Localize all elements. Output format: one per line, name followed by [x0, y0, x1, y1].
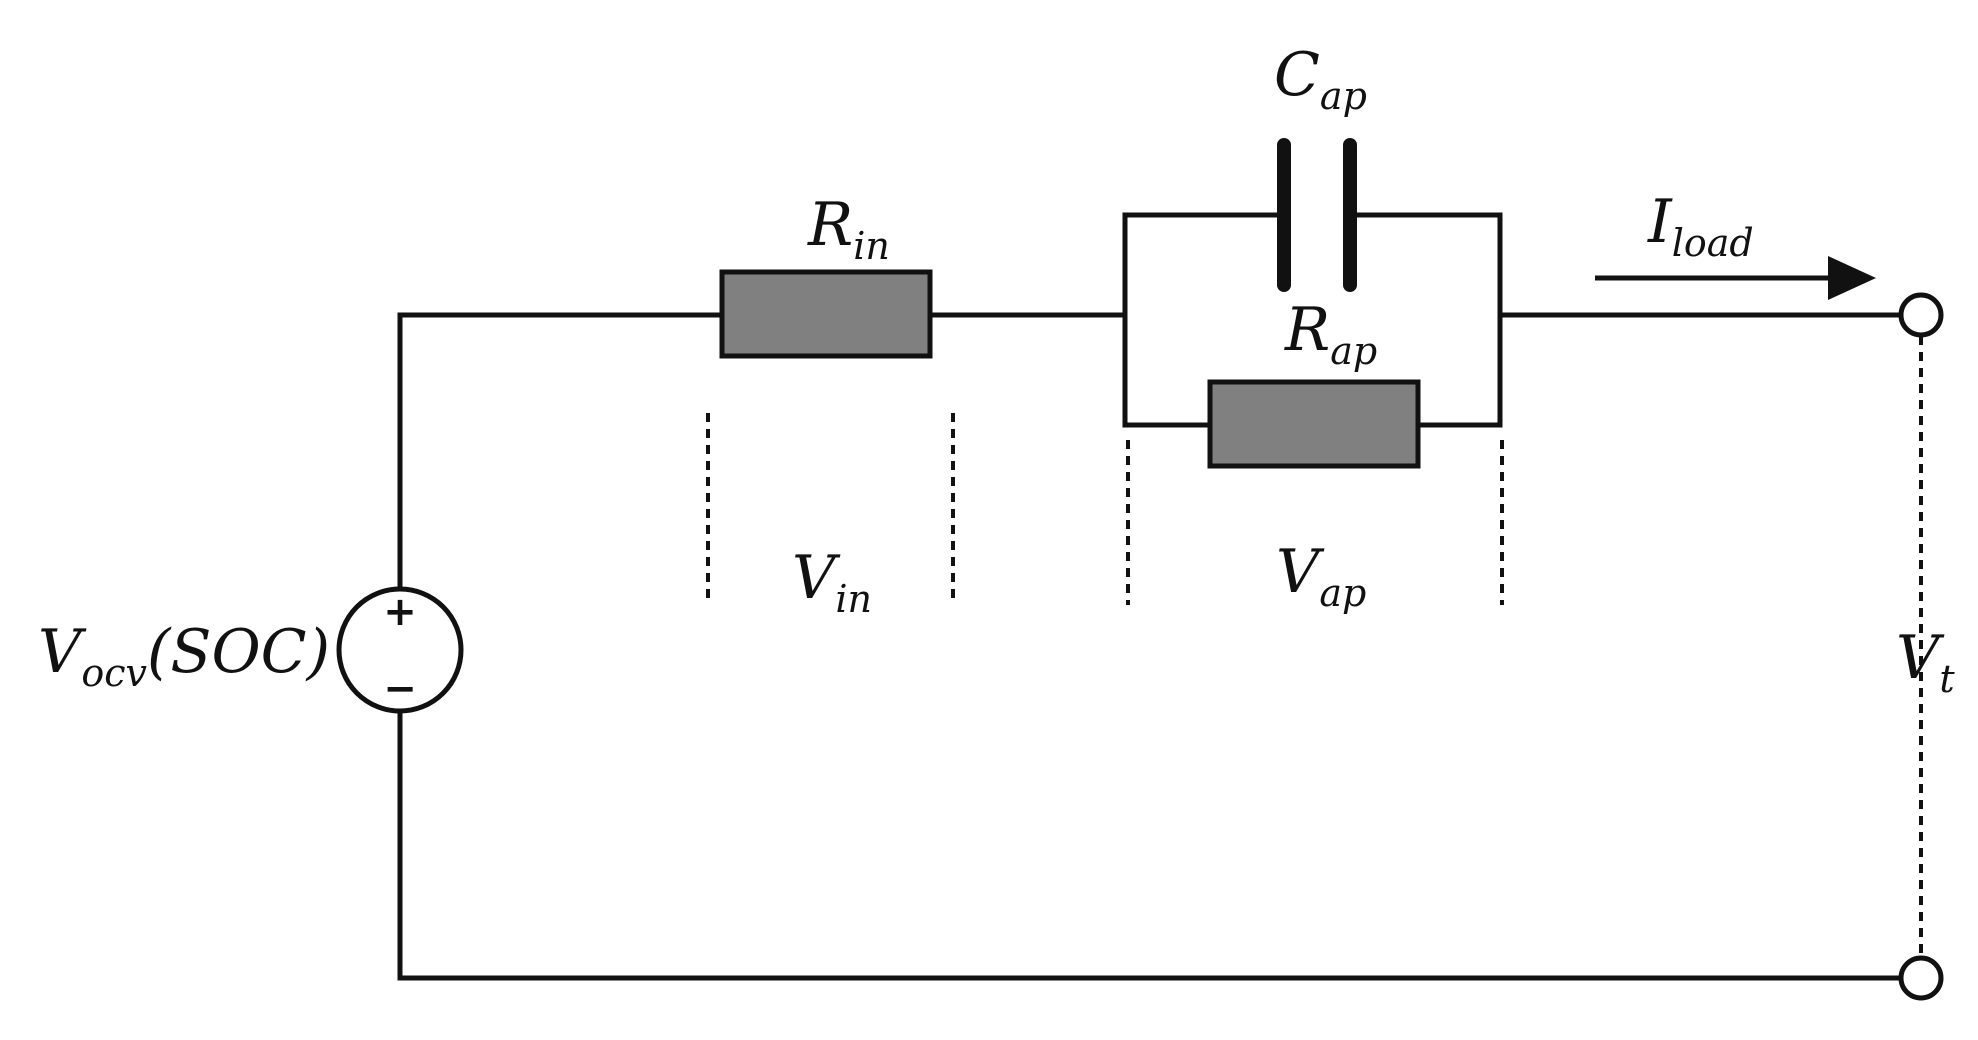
label-rap: Rap [1284, 295, 1377, 373]
label-vocv: Vocv(SOC) [38, 617, 330, 695]
label-vap: Vap [1276, 537, 1366, 615]
resistor-rap [1207, 379, 1421, 469]
resistor-rin [719, 269, 933, 359]
label-vt: Vt [1896, 623, 1955, 701]
label-rin: Rin [807, 190, 890, 268]
current-arrow-head [1828, 256, 1876, 300]
label-cap: Cap [1274, 40, 1367, 118]
label-iload: Iload [1647, 187, 1754, 265]
source-plus-sign: + [383, 589, 417, 635]
voltage-source [336, 586, 464, 714]
terminal-positive [1898, 292, 1944, 338]
terminal-negative [1898, 955, 1944, 1001]
source-minus-sign: − [383, 666, 417, 712]
label-vin: Vin [792, 543, 872, 621]
